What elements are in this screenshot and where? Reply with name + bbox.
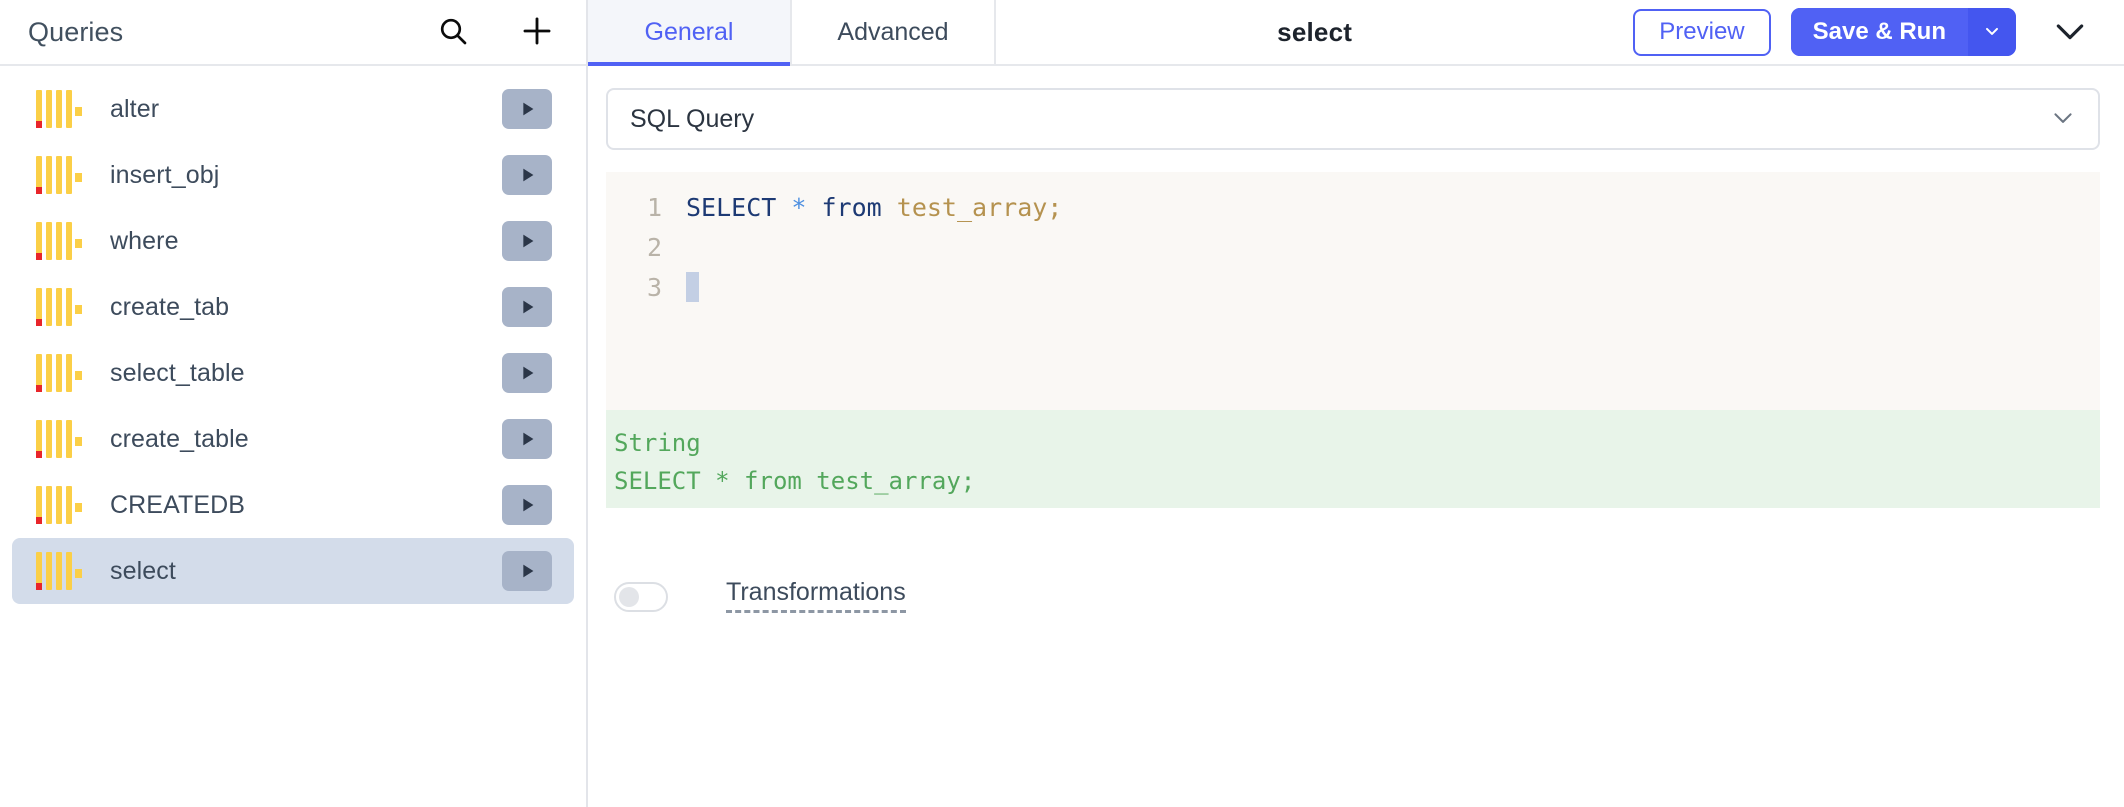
code-token (882, 193, 897, 222)
code-token: test_array (896, 193, 1048, 222)
add-query-button[interactable] (518, 13, 556, 51)
header-title-wrap: select (996, 0, 1633, 64)
query-list-item[interactable]: select_table (12, 340, 574, 406)
code-text (662, 268, 699, 308)
run-query-button[interactable] (502, 221, 552, 261)
code-token: * (791, 193, 807, 222)
preview-button[interactable]: Preview (1633, 8, 1771, 56)
search-icon (437, 15, 469, 50)
query-item-label: where (110, 226, 179, 255)
save-and-run-split-button: Save & Run (1790, 8, 2016, 56)
play-icon (516, 362, 538, 384)
query-item-label: alter (110, 94, 160, 123)
query-item-label: insert_obj (110, 160, 220, 189)
save-run-dropdown-button[interactable] (1968, 8, 2016, 56)
page-title: Queries (28, 16, 124, 47)
play-icon (516, 98, 538, 120)
query-item-label: create_table (110, 424, 249, 453)
run-query-button[interactable] (502, 551, 552, 591)
run-query-button[interactable] (502, 353, 552, 393)
sql-query-icon (34, 352, 82, 394)
tab-advanced[interactable]: Advanced (792, 0, 996, 64)
code-line: 2 (606, 228, 2100, 268)
code-text: SELECT * from test_array; (662, 188, 1062, 228)
line-number: 3 (646, 273, 662, 302)
result-type-label: String (614, 429, 701, 457)
query-item-label: create_tab (110, 292, 230, 321)
play-icon (516, 560, 538, 582)
chevron-down-icon (2050, 11, 2090, 54)
query-type-value: SQL Query (630, 104, 755, 133)
run-query-button[interactable] (502, 89, 552, 129)
play-icon (516, 428, 538, 450)
queries-sidebar: Queries (0, 0, 588, 807)
query-item-label: select (110, 556, 176, 585)
transformations-toggle[interactable] (614, 581, 668, 612)
result-value: SELECT * from test_array; (614, 467, 976, 495)
run-query-button[interactable] (502, 485, 552, 525)
transformations-row: Transformations (606, 580, 2100, 613)
play-icon (516, 164, 538, 186)
text-cursor (686, 272, 699, 302)
search-button[interactable] (434, 13, 472, 51)
run-query-button[interactable] (502, 419, 552, 459)
query-list-item[interactable]: CREATEDB (12, 472, 574, 538)
chevron-down-icon (2050, 104, 2076, 135)
sql-query-icon (34, 418, 82, 460)
sql-query-icon (34, 286, 82, 328)
query-name-title: select (1277, 16, 1353, 47)
chevron-down-icon (1982, 21, 2002, 44)
sql-query-icon (34, 88, 82, 130)
sql-query-icon (34, 220, 82, 262)
run-query-button[interactable] (502, 155, 552, 195)
query-list-item[interactable]: where (12, 208, 574, 274)
code-token (806, 193, 821, 222)
sql-query-icon (34, 154, 82, 196)
sidebar-header: Queries (0, 0, 586, 66)
query-result-preview: String SELECT * from test_array; (606, 410, 2100, 508)
play-icon (516, 296, 538, 318)
query-list-item[interactable]: create_table (12, 406, 574, 472)
play-icon (516, 494, 538, 516)
tab-general[interactable]: General (588, 0, 792, 66)
code-token (776, 193, 791, 222)
code-token: from (821, 193, 882, 222)
save-run-button[interactable]: Save & Run (1790, 8, 1968, 56)
code-line: 3 (606, 268, 2100, 308)
header-actions: Preview Save & Run (1633, 0, 2124, 64)
query-type-select[interactable]: SQL Query (606, 88, 2100, 150)
query-list-item[interactable]: alter (12, 76, 574, 142)
play-icon (516, 230, 538, 252)
line-number: 2 (646, 233, 662, 262)
sidebar-header-actions (434, 13, 556, 51)
query-list-item[interactable]: create_tab (12, 274, 574, 340)
transformations-label[interactable]: Transformations (726, 580, 906, 613)
plus-icon (520, 14, 554, 51)
sql-query-icon (34, 484, 82, 526)
line-number: 1 (646, 193, 662, 222)
query-item-label: CREATEDB (110, 490, 246, 519)
query-list-item[interactable]: insert_obj (12, 142, 574, 208)
query-list-item[interactable]: select (12, 538, 574, 604)
code-token: SELECT (686, 193, 777, 222)
query-item-label: select_table (110, 358, 245, 387)
code-token: ; (1047, 193, 1063, 222)
run-query-button[interactable] (502, 287, 552, 327)
sql-query-icon (34, 550, 82, 592)
collapse-panel-button[interactable] (2042, 4, 2098, 60)
toggle-knob (619, 586, 639, 607)
